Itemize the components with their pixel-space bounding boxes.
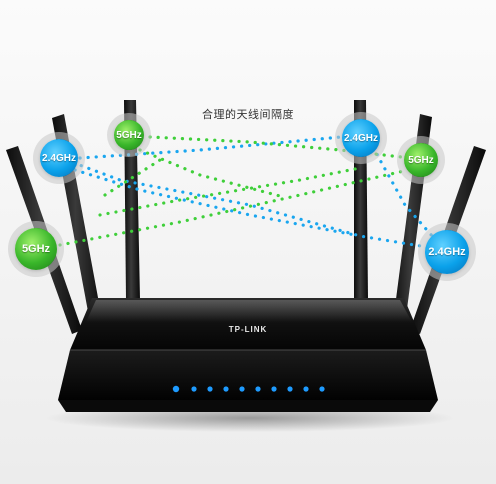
badge-label: 5GHz <box>116 129 142 141</box>
lan3-led-icon <box>287 386 293 392</box>
badge-label: 2.4GHz <box>42 152 76 164</box>
caption: 合理的天线间隔度 <box>202 108 294 121</box>
wifi-24-led-icon <box>207 386 213 392</box>
router-body: TP-LINK <box>58 298 438 412</box>
badge-5ghz-left-bottom: 5GHz <box>15 228 57 270</box>
green-link-5 <box>138 148 282 198</box>
badge-24ghz-left: 2.4GHz <box>40 139 78 177</box>
green-link-1 <box>148 135 412 160</box>
power-led-icon <box>172 385 180 393</box>
router-front <box>58 350 438 400</box>
badge-label: 2.4GHz <box>344 132 378 144</box>
green-link-2 <box>58 168 410 247</box>
wifi-5-led-icon <box>223 386 229 392</box>
badge-label: 5GHz <box>21 243 51 255</box>
lan4-led-icon <box>303 386 309 392</box>
blue-link-3 <box>368 138 442 247</box>
brand-logo: TP-LINK <box>229 325 268 334</box>
usb-led-icon <box>319 386 325 392</box>
blue-link-1 <box>64 158 447 252</box>
badge-24ghz-right-top: 2.4GHz <box>342 119 380 157</box>
badge-24ghz-right-bottom: 2.4GHz <box>425 230 469 274</box>
antenna-3 <box>124 100 140 300</box>
blue-link-2 <box>78 134 354 160</box>
badge-5ghz-left-top: 5GHz <box>114 120 144 150</box>
green-link-4 <box>98 166 362 217</box>
badge-5ghz-right: 5GHz <box>404 143 438 177</box>
signal-links <box>58 134 447 252</box>
lan2-led-icon <box>271 386 277 392</box>
lan1-led-icon <box>255 386 261 392</box>
router-gloss <box>86 300 412 322</box>
badge-label: 5GHz <box>408 154 434 166</box>
green-link-3 <box>103 158 162 197</box>
status-leds <box>172 385 325 393</box>
wan-led-icon <box>239 386 245 392</box>
system-led-icon <box>191 386 197 392</box>
badge-label: 2.4GHz <box>428 246 466 258</box>
blue-link-4 <box>73 168 357 237</box>
router-base <box>58 400 438 412</box>
